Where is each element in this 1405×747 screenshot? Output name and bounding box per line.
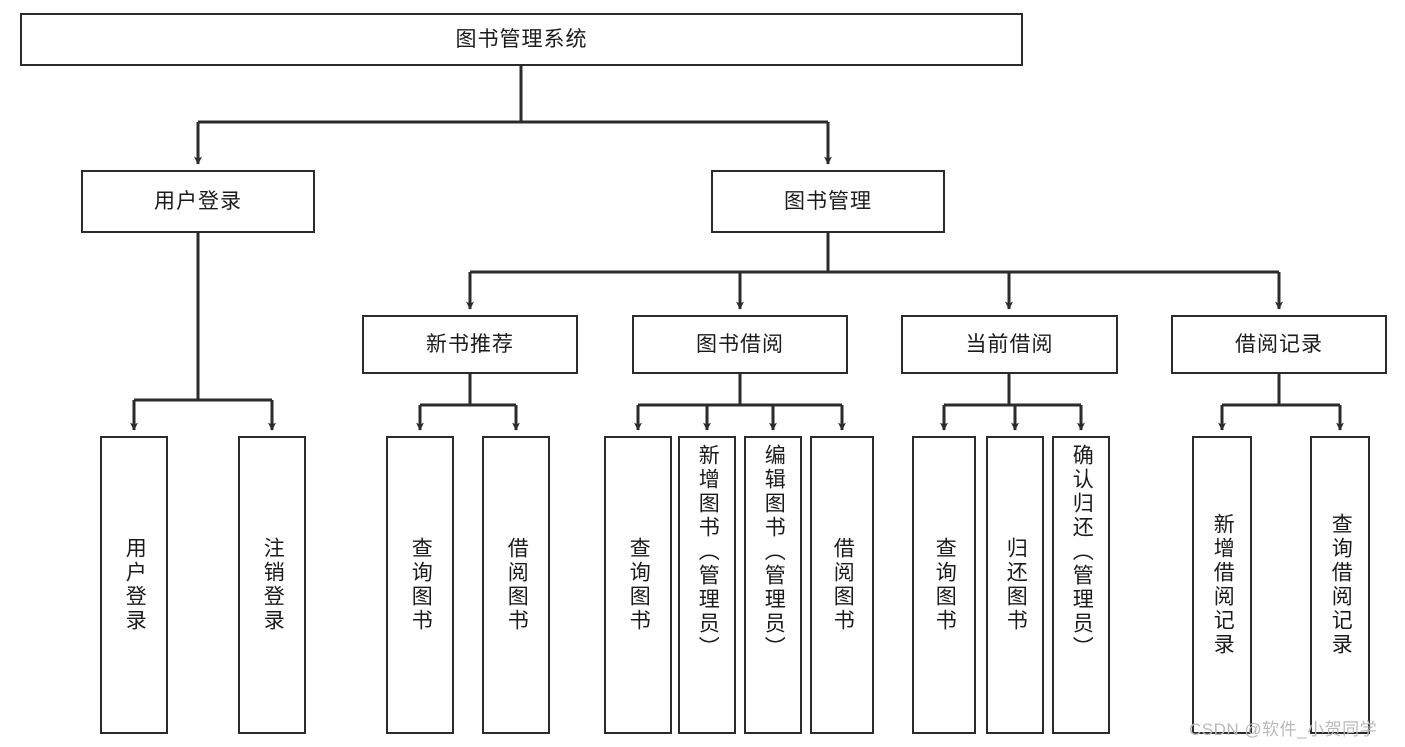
node-leaf-query-book-3[interactable]: 查询图书 [912, 436, 976, 734]
node-leaf-user-logout[interactable]: 注销登录 [238, 436, 306, 734]
node-leaf-confirm-return[interactable]: 确认归还（管理员） [1052, 436, 1110, 734]
node-leaf-user-login[interactable]: 用户登录 [100, 436, 168, 734]
node-leaf-return-book[interactable]: 归还图书 [986, 436, 1044, 734]
node-current-borrow[interactable]: 当前借阅 [901, 315, 1118, 374]
node-leaf-edit-book[interactable]: 编辑图书（管理员） [744, 436, 802, 734]
node-leaf-add-borrow-record[interactable]: 新增借阅记录 [1192, 436, 1252, 734]
node-book-borrow[interactable]: 图书借阅 [632, 315, 848, 374]
csdn-watermark: CSDN @软件_小贺同学 [1189, 720, 1378, 739]
node-user-login[interactable]: 用户登录 [81, 170, 315, 233]
node-borrow-record[interactable]: 借阅记录 [1171, 315, 1387, 374]
node-leaf-add-book[interactable]: 新增图书（管理员） [678, 436, 736, 734]
node-new-book-recommend[interactable]: 新书推荐 [362, 315, 578, 374]
node-root[interactable]: 图书管理系统 [20, 13, 1023, 66]
node-leaf-query-borrow-record[interactable]: 查询借阅记录 [1310, 436, 1370, 734]
node-book-manage[interactable]: 图书管理 [711, 170, 945, 233]
node-leaf-borrow-book-2[interactable]: 借阅图书 [810, 436, 874, 734]
node-leaf-query-book-2[interactable]: 查询图书 [604, 436, 672, 734]
node-leaf-query-book-1[interactable]: 查询图书 [386, 436, 454, 734]
node-leaf-borrow-book-1[interactable]: 借阅图书 [482, 436, 550, 734]
